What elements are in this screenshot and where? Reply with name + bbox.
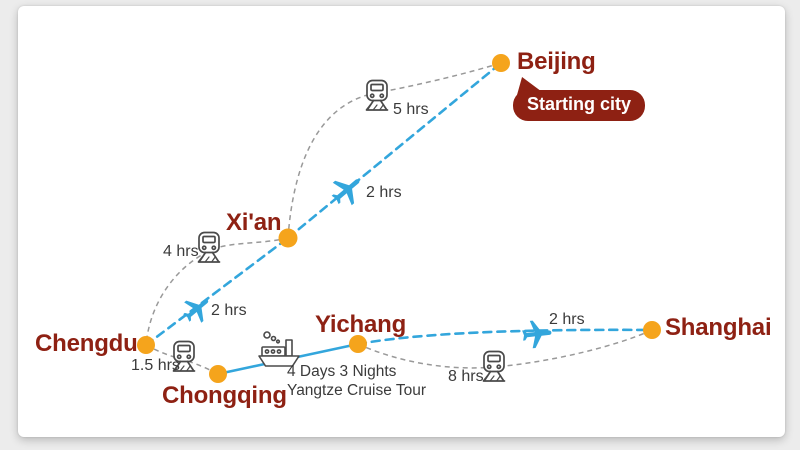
route-line-flight-yichang-shanghai [356,328,654,346]
city-dot-yichang [349,335,367,353]
duration-flight-chengdu-xian: 2 hrs [211,302,247,319]
city-dot-xian [278,228,298,248]
city-label-beijing: Beijing [517,48,596,75]
plane-icon [331,179,360,206]
cruise-ship-icon [258,331,300,367]
cruise-tour-duration: 4 Days 3 Nights [287,363,397,380]
plane-icon [183,299,209,323]
duration-train-yichang-shanghai: 8 hrs [448,368,484,385]
duration-train-chengdu-chongqing: 1.5 hrs [131,357,180,374]
city-dot-chongqing [209,365,227,383]
duration-train-xian-beijing: 5 hrs [393,101,429,118]
city-label-chongqing: Chongqing [162,382,287,409]
city-label-yichang: Yichang [315,311,407,338]
train-icon [197,231,221,263]
city-label-xian: Xi'an [226,209,282,236]
city-dot-beijing [492,54,510,72]
city-label-shanghai: Shanghai [665,314,772,341]
duration-flight-xian-beijing: 2 hrs [366,184,402,201]
route-line-flight-chengdu-xian [144,236,290,347]
duration-flight-yichang-shanghai: 2 hrs [549,311,585,328]
train-icon [172,340,196,372]
city-dot-shanghai [643,321,661,339]
route-line-train-xian-beijing [287,62,502,239]
city-dot-chengdu [137,336,155,354]
starting-city-badge: Starting city [513,90,646,121]
plane-icon [522,320,552,349]
train-icon [365,79,389,111]
diagram-card [18,6,785,437]
cruise-tour-note: 4 Days 3 Nights Yangtze Cruise Tour [287,362,426,400]
train-icon [482,350,506,382]
city-label-chengdu: Chengdu [35,330,138,357]
cruise-tour-name: Yangtze Cruise Tour [287,382,427,399]
route-line-flight-xian-beijing [286,61,503,240]
duration-train-xian-chengdu: 4 hrs [163,243,199,260]
